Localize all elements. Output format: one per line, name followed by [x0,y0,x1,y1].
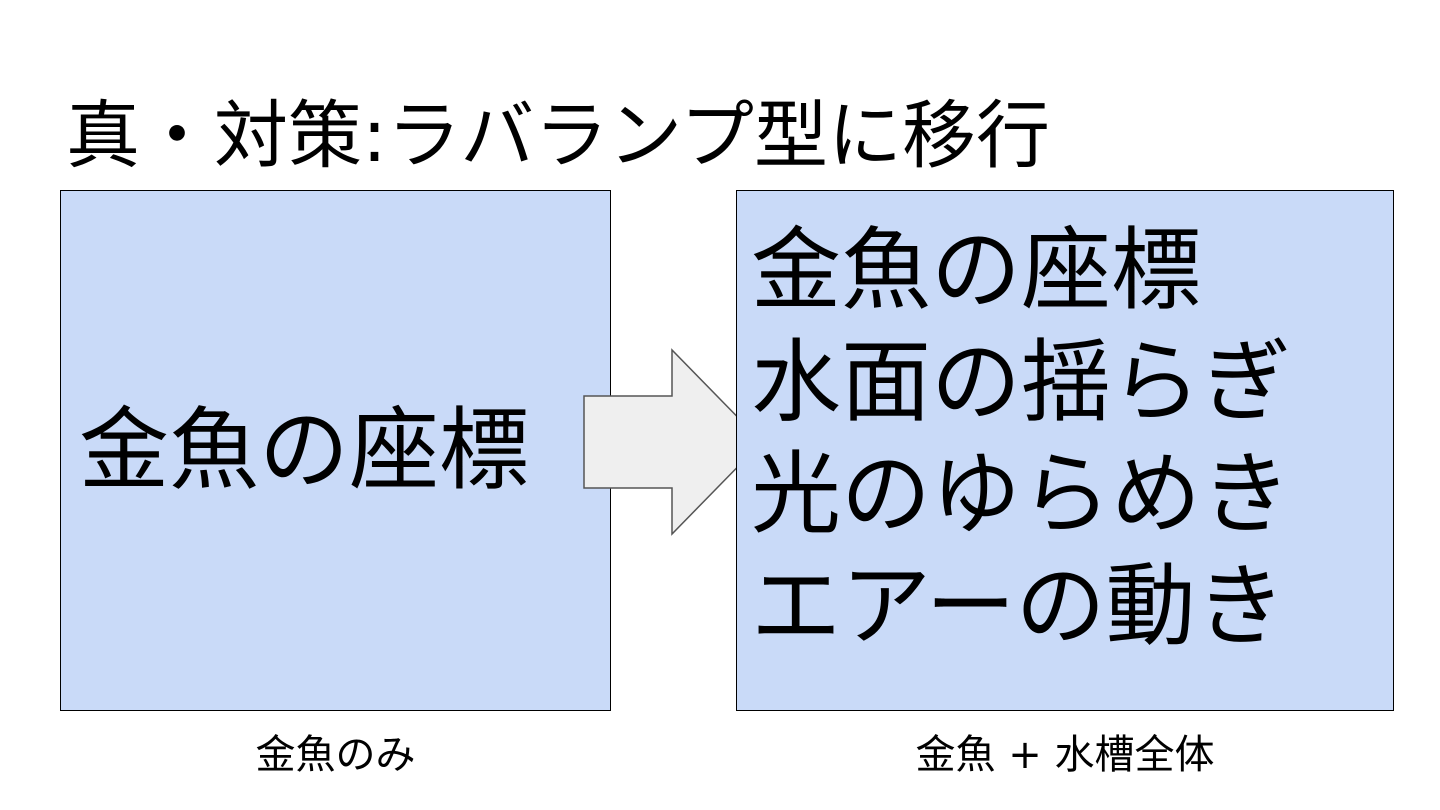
feature-list: 金魚の座標 水面の揺らぎ 光のゆらめき エアーの動き [751,215,1291,663]
goldfish-only-box: 金魚の座標 [60,190,611,711]
right-arrow-shape [583,348,764,536]
list-item: 水面の揺らぎ [751,330,1291,435]
slide-title: 真・対策:ラバランプ型に移行 [66,93,1050,179]
right-arrow-icon [583,348,764,536]
list-item: 光のゆらめき [751,442,1291,547]
goldfish-only-caption: 金魚のみ [255,732,416,778]
goldfish-and-tank-box: 金魚の座標 水面の揺らぎ 光のゆらめき エアーの動き [736,190,1394,711]
goldfish-and-tank-caption: 金魚 + 水槽全体 [915,732,1215,778]
list-item: 金魚の座標 [751,218,1201,323]
goldfish-coordinates-label: 金魚の座標 [79,398,529,503]
list-item: エアーの動き [751,554,1286,659]
